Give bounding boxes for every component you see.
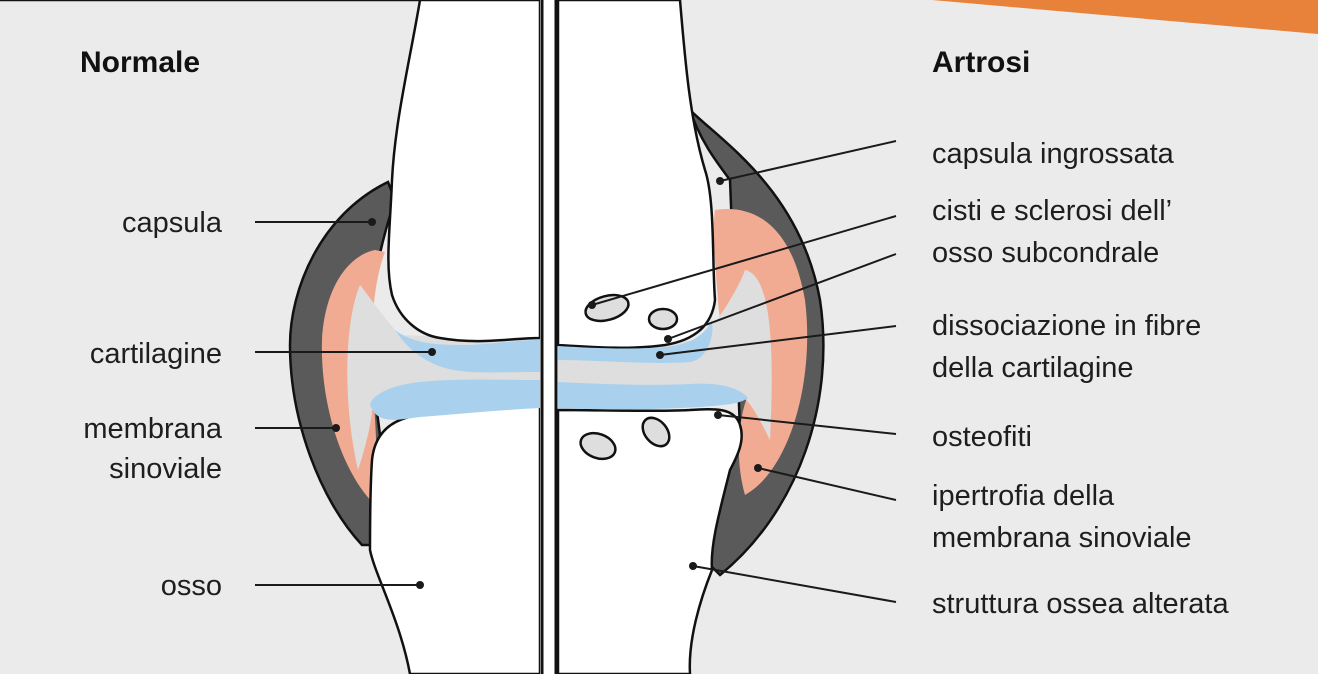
label-capsula: capsula — [122, 207, 223, 239]
dot-osteofiti — [714, 411, 722, 419]
label-osso: osso — [161, 570, 222, 602]
label-membrana-2: sinoviale — [109, 453, 222, 485]
label-osteofiti: osteofiti — [932, 421, 1032, 453]
dot-membrana — [332, 424, 340, 432]
cyst-2 — [649, 309, 677, 329]
label-cartilagine: cartilagine — [90, 338, 222, 370]
dot-cisti-b — [664, 335, 672, 343]
dot-osso — [416, 581, 424, 589]
arthrosis-lower-cartilage — [558, 382, 748, 409]
title-normal: Normale — [80, 46, 200, 79]
label-dissociazione-2: della cartilagine — [932, 352, 1134, 384]
label-ipertrofia-2: membrana sinoviale — [932, 522, 1192, 554]
dot-dissociazione — [656, 351, 664, 359]
label-struttura: struttura ossea alterata — [932, 588, 1229, 620]
label-cisti-2: osso subcondrale — [932, 237, 1159, 269]
dot-struttura — [689, 562, 697, 570]
dot-ipertrofia — [754, 464, 762, 472]
label-cisti-1: cisti e sclerosi dell’ — [932, 195, 1172, 227]
label-membrana-1: membrana — [83, 413, 222, 445]
label-dissociazione-1: dissociazione in fibre — [932, 310, 1201, 342]
dot-cisti-a — [588, 301, 596, 309]
dot-cartilagine — [428, 348, 436, 356]
label-ipertrofia-1: ipertrofia della — [932, 480, 1115, 512]
dot-capsula — [368, 218, 376, 226]
title-arthrosis: Artrosi — [932, 46, 1030, 79]
dot-capsula-ingrossata — [716, 177, 724, 185]
label-capsula-ingrossata: capsula ingrossata — [932, 138, 1175, 170]
